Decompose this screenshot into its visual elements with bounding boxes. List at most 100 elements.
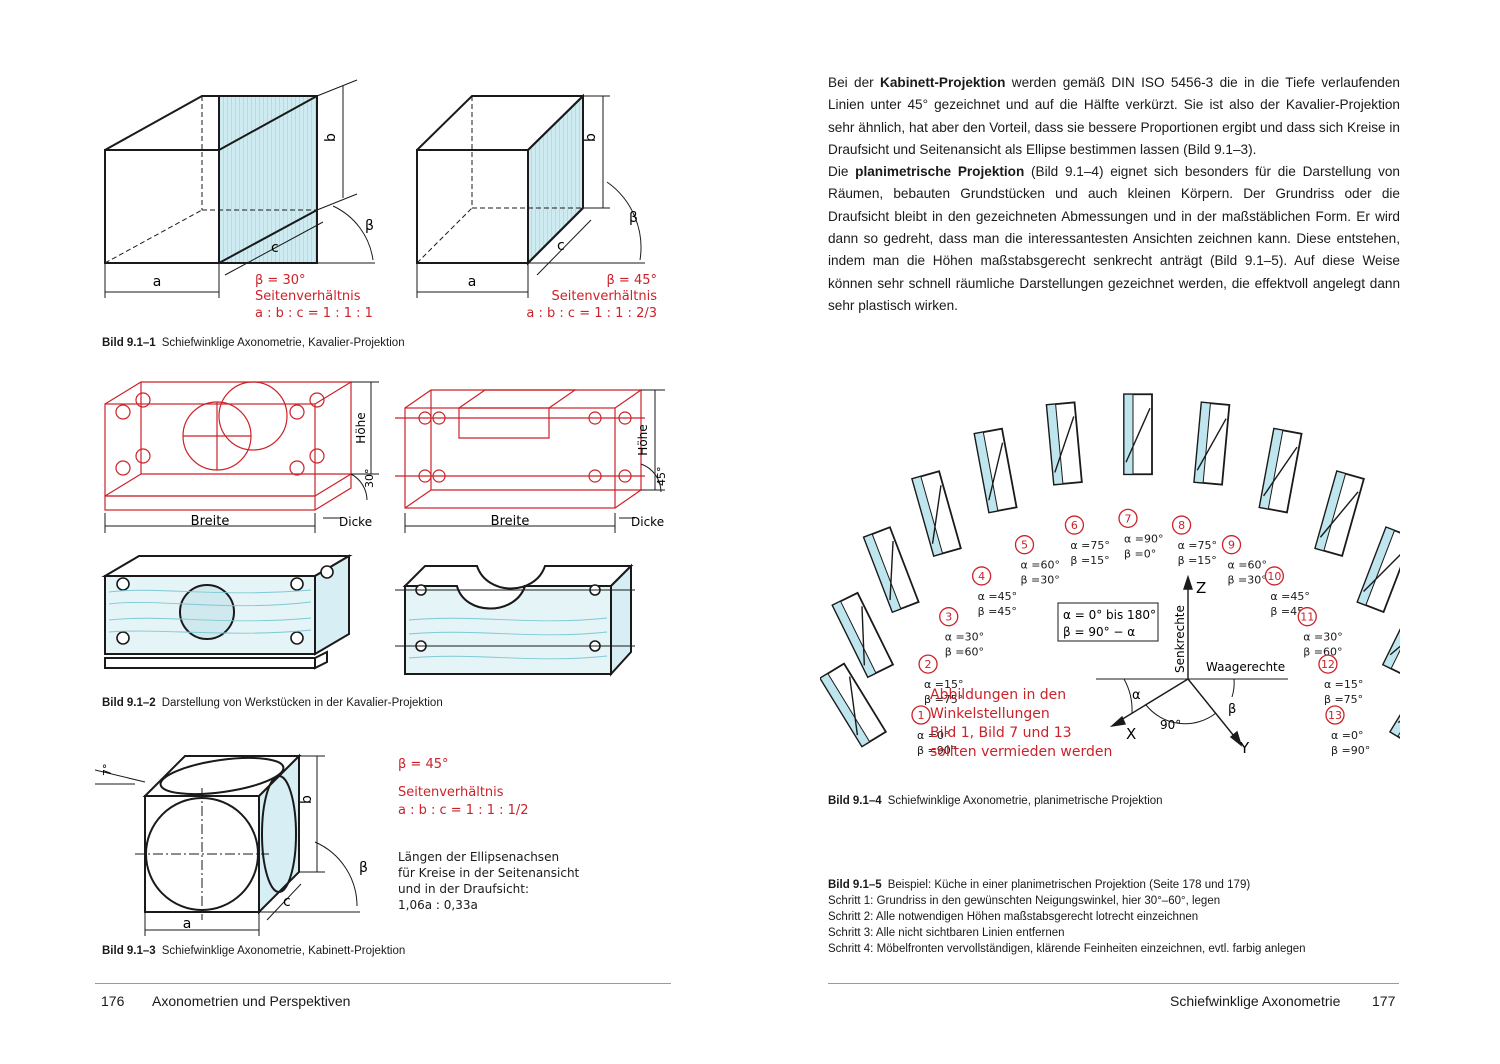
figure-number: Bild 9.1–5 <box>828 879 882 891</box>
alpha-value: α =60° <box>1021 559 1060 572</box>
position-number: 7 <box>1125 512 1132 525</box>
depth-label: Dicke <box>631 515 664 529</box>
arc-block <box>1356 526 1400 614</box>
figure-caption-text: Schiefwinklige Axonometrie, Kabinett-Pro… <box>161 945 406 957</box>
angle-beta-label: β <box>1228 702 1236 717</box>
position-number: 12 <box>1321 658 1335 671</box>
ratio-value: a : b : c = 1 : 1 : 2/3 <box>526 306 657 321</box>
arc-block <box>1193 401 1231 486</box>
dim-c-label: c <box>283 894 291 910</box>
alpha-value: α =75° <box>1070 539 1109 552</box>
position-number-badge <box>1171 515 1192 535</box>
cabinet-cube <box>95 753 360 936</box>
beta-value: β =30° <box>1228 574 1267 587</box>
angle-beta-label: β <box>629 210 638 226</box>
position-number-badge <box>1264 566 1285 586</box>
angle-alpha-label: α <box>1132 688 1141 703</box>
angle-beta-label: β <box>365 218 374 234</box>
warning-line: sollten vermieden werden <box>930 744 1112 760</box>
arc-block <box>1314 470 1365 557</box>
position-number: 1 <box>918 709 925 722</box>
note-line: 1,06a : 0,33a <box>398 898 478 912</box>
arc-block <box>1258 427 1303 514</box>
position-label: 2α =15°β =75° <box>918 654 964 706</box>
position-number: 9 <box>1228 539 1235 552</box>
arc-block <box>911 470 962 557</box>
workpiece-wireframe-right <box>395 389 645 509</box>
beta-value: β =30° <box>1021 574 1060 587</box>
formula-beta: β = 90° − α <box>1063 625 1135 639</box>
figure-planimetric-arc: 1α =0°β =90°2α =15°β =75°3α =30°β =60°4α… <box>820 393 1400 760</box>
position-number: 2 <box>925 658 932 671</box>
dim-a-label: a <box>468 274 477 290</box>
arc-block <box>973 427 1018 514</box>
position-number-badge <box>1221 535 1242 555</box>
arc-block <box>862 526 920 614</box>
alpha-value: α =60° <box>1228 559 1267 572</box>
position-number: 3 <box>945 611 952 624</box>
position-label: 13α =0°β =90° <box>1325 705 1370 757</box>
arc-block <box>831 591 895 679</box>
depth-label: Dicke <box>339 515 372 529</box>
alpha-value: α =90° <box>1124 532 1163 545</box>
step-item: Schritt 2: Alle notwendigen Höhen maßsta… <box>828 911 1199 923</box>
position-label: 4α =45°β =45° <box>971 566 1017 618</box>
figure-cavalier-cubes: a b c β β = 30° Seitenverhältnis a : b :… <box>104 79 657 321</box>
arc-block <box>1381 591 1400 679</box>
position-label: 6α =75°β =15° <box>1064 515 1110 567</box>
workpiece-solid-right <box>395 563 635 677</box>
page-number: 176 <box>101 993 125 1009</box>
beta-value: β =15° <box>1178 554 1217 567</box>
warning-line: Abbildungen in den <box>930 687 1066 703</box>
axis-horizontal-label: Waagerechte <box>1206 660 1285 674</box>
dim-c-label: c <box>271 240 279 256</box>
dim-b-label: b <box>299 795 315 804</box>
beta-value: β =60° <box>1303 646 1342 659</box>
note-line: und in der Draufsicht: <box>398 882 530 896</box>
arc-block <box>1388 662 1400 748</box>
arc-block <box>1123 393 1153 476</box>
alpha-value: α =30° <box>945 631 984 644</box>
step-item: Schritt 1: Grundriss in den gewünschten … <box>828 895 1221 907</box>
position-number-badge <box>1064 515 1085 535</box>
alpha-value: α =75° <box>1178 539 1217 552</box>
figure-caption-text: Schiefwinklige Axonometrie, planimetrisc… <box>887 795 1163 807</box>
alpha-value: α =30° <box>1303 631 1342 644</box>
position-number: 6 <box>1071 519 1078 532</box>
position-label: 11α =30°β =60° <box>1297 607 1343 659</box>
axis-system <box>1096 574 1288 747</box>
beta-value: β =90° <box>917 744 956 757</box>
figure-number: Bild 9.1–4 <box>828 795 882 807</box>
arc-block <box>820 662 888 748</box>
step-item: Schritt 3: Alle nicht sichtbaren Linien … <box>828 927 1065 939</box>
beta-value: β = 30° <box>255 273 306 288</box>
paragraph-cabinet: Bei der Kabinett-Projektion werden gemäß… <box>828 75 1400 157</box>
workpiece-wireframe-left <box>104 381 352 511</box>
angle-label: 30° <box>363 469 376 489</box>
position-number-badge <box>939 607 959 627</box>
position-label: 1α =0°β =90° <box>911 705 956 757</box>
width-label: Breite <box>191 514 230 529</box>
width-label: Breite <box>491 514 530 529</box>
position-label: 9 α =60° β =30° <box>1221 535 1267 587</box>
beta-value: β =45° <box>978 605 1017 618</box>
ratio-label: Seitenverhältnis <box>398 785 504 800</box>
body-text: Bei der Kabinett-Projektion werden gemäß… <box>828 72 1400 317</box>
height-label: Höhe <box>636 424 650 455</box>
page-number: 177 <box>1372 993 1396 1009</box>
position-label: 7α =90°β =0° <box>1118 508 1163 560</box>
position-label: 12α =15°β =75° <box>1318 654 1363 706</box>
ratio-value: a : b : c = 1 : 1 : 1 <box>255 306 373 321</box>
ratio-value: a : b : c = 1 : 1 : 1/2 <box>398 803 529 818</box>
figure-workpieces: Breite Höhe Dicke 30° Breite Höhe Dicke … <box>101 381 668 677</box>
keyword: Kabinett-Projektion <box>880 75 1006 90</box>
formula-box <box>1057 602 1159 642</box>
alpha-value: α =15° <box>924 678 963 691</box>
position-label: 10α =45°β =45° <box>1264 566 1310 618</box>
angle-90-label: 90° <box>1160 718 1181 732</box>
alpha-value: α =45° <box>1270 590 1309 603</box>
axis-y-label: Y <box>1239 739 1250 757</box>
angle-gamma-label: 7° <box>101 764 114 777</box>
height-label: Höhe <box>354 412 368 443</box>
